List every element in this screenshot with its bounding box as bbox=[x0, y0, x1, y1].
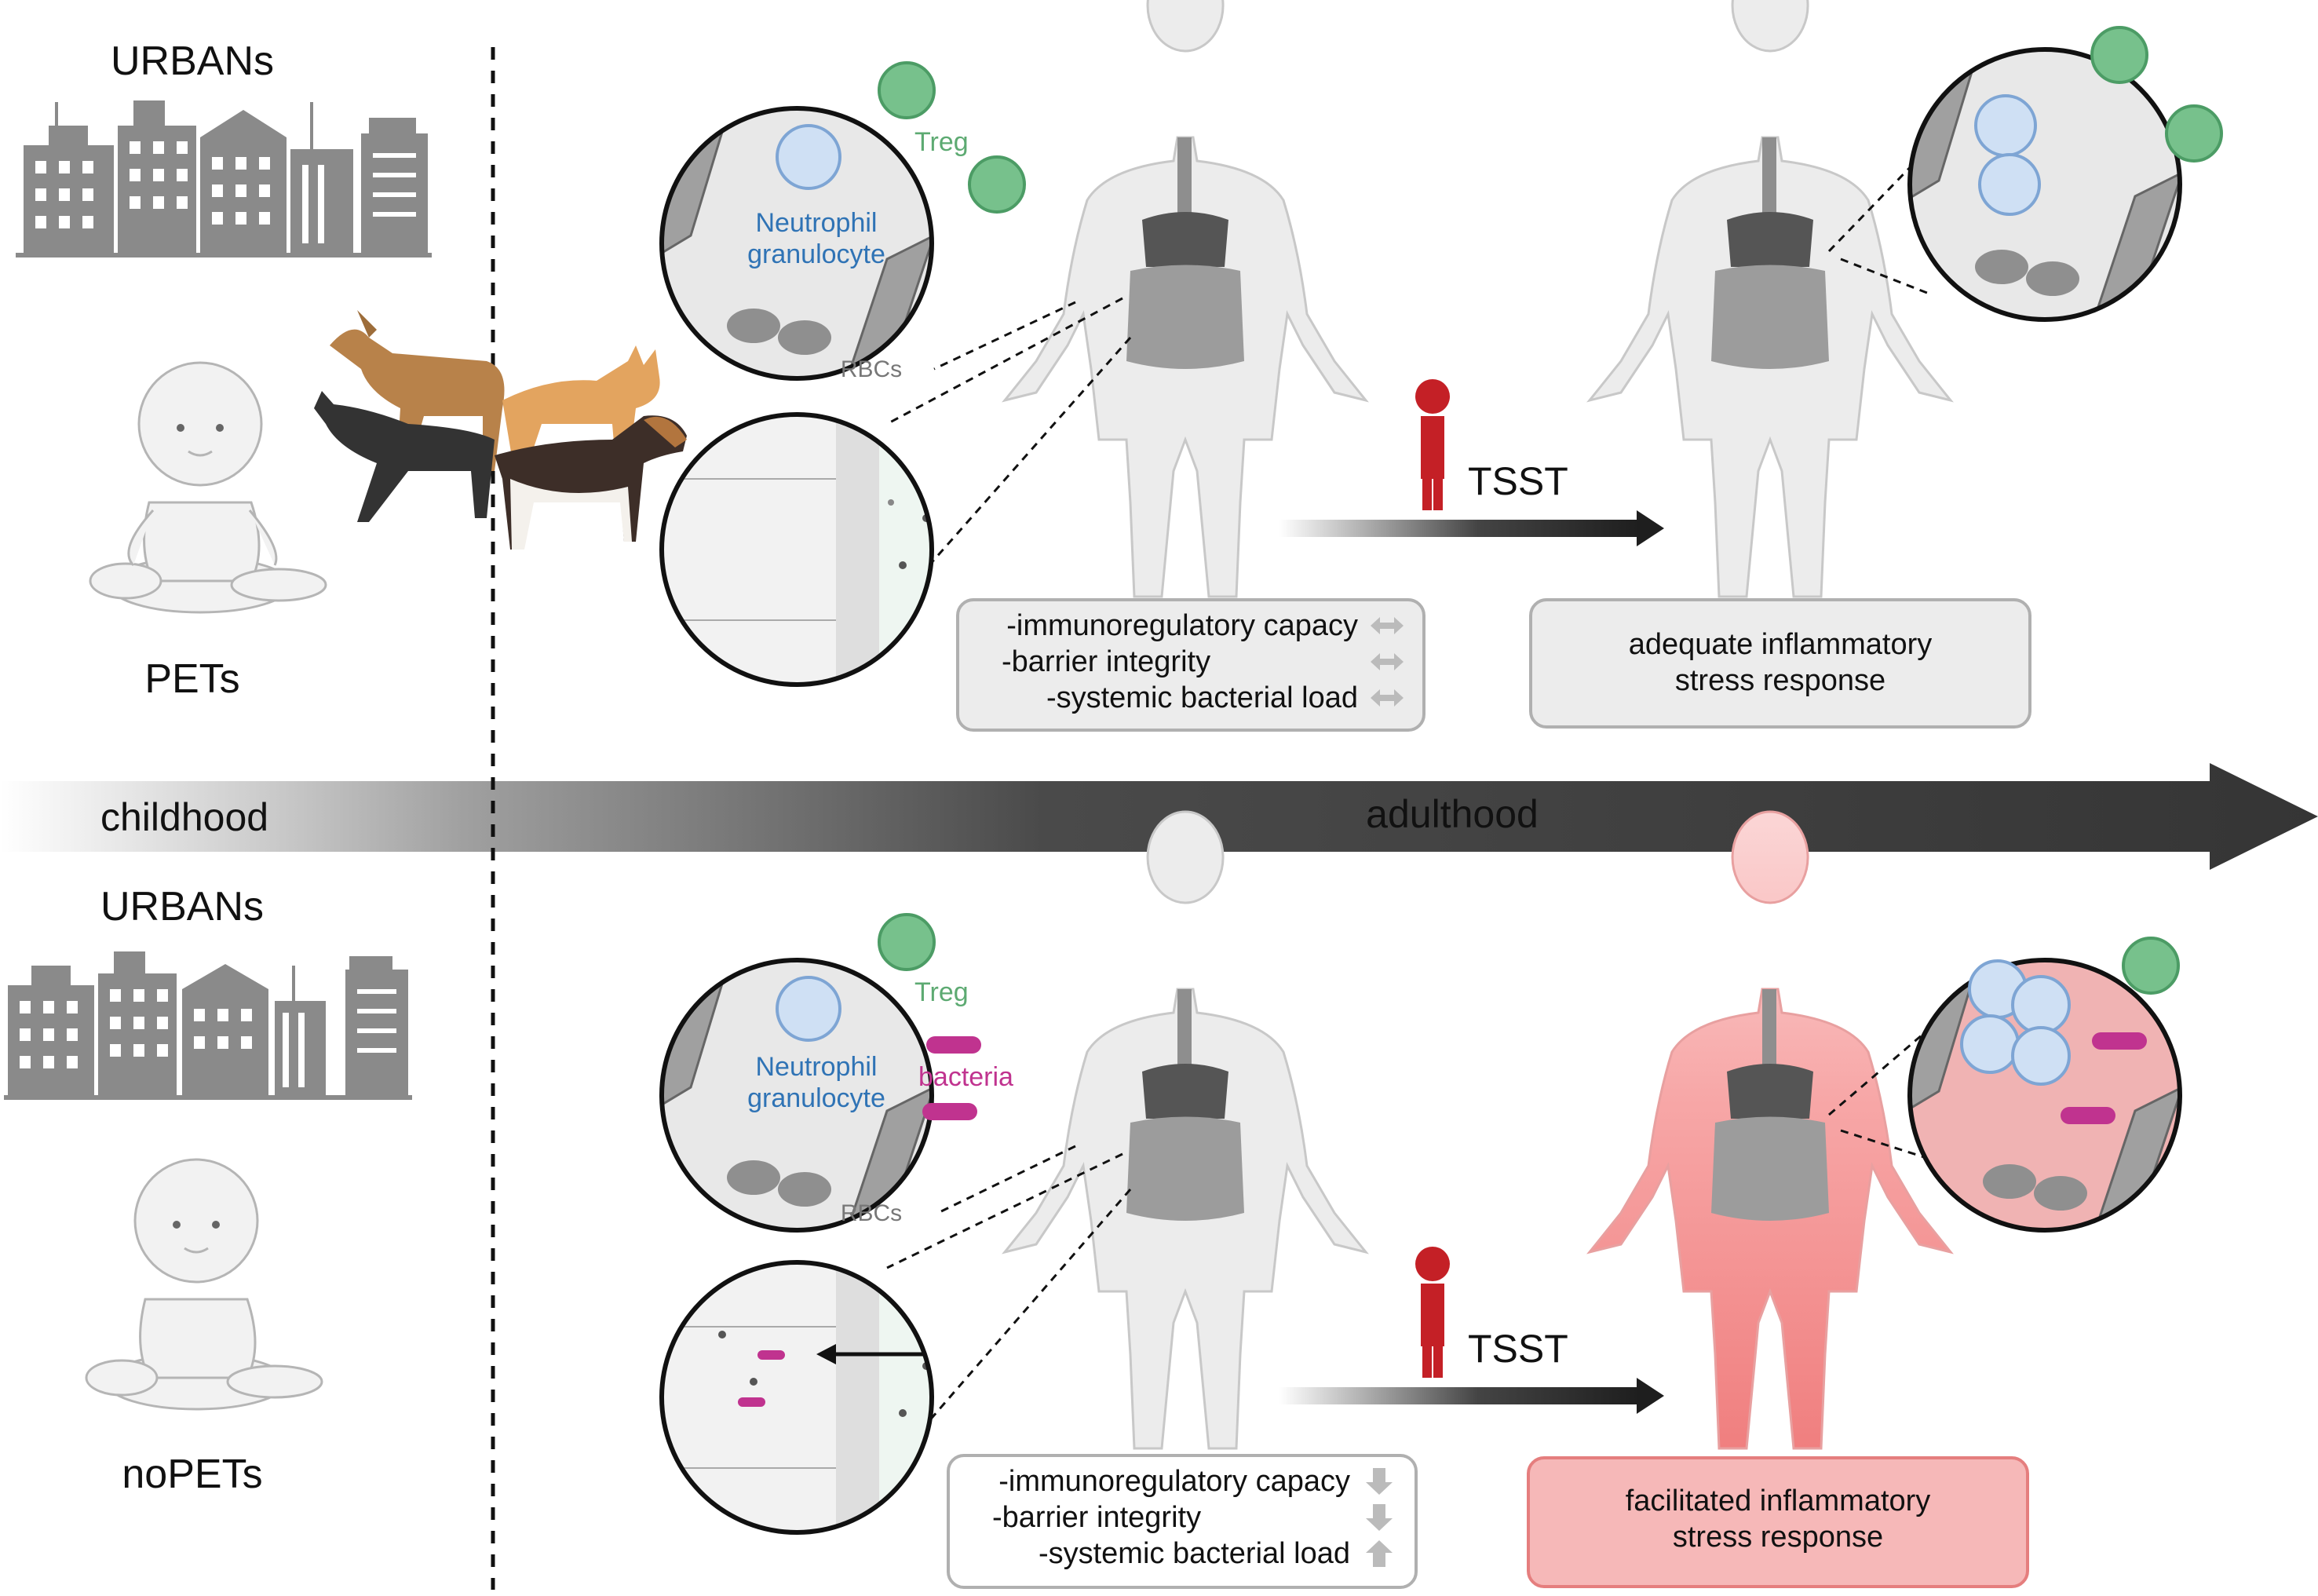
bacteria-label: bacteria bbox=[918, 1062, 1013, 1092]
outcome-line-2: stress response bbox=[1672, 1521, 1884, 1554]
treg-cell-icon bbox=[878, 61, 936, 119]
neutrophil-label: Neutrophil bbox=[756, 1052, 878, 1082]
effects-box-bottom: -immunoregulatory capacy -barrier integr… bbox=[947, 1454, 1418, 1589]
rbcs-label: RBCs bbox=[841, 1200, 902, 1226]
granulocyte-label: granulocyte bbox=[747, 239, 885, 269]
granulocyte-label: granulocyte bbox=[747, 1083, 885, 1113]
unchanged-arrow-icon bbox=[1371, 653, 1404, 670]
top-section: URBANs bbox=[16, 0, 2223, 702]
effect-text: -barrier integrity bbox=[992, 1500, 1202, 1534]
city-skyline-icon bbox=[4, 951, 412, 1100]
urbans-label-bottom: URBANs bbox=[100, 884, 264, 929]
outcome-box-bottom: facilitated inflammatory stress response bbox=[1527, 1456, 2029, 1588]
blood-vessel-detail-bottom-adult bbox=[1907, 937, 2182, 1233]
urbans-label-top: URBANs bbox=[111, 38, 274, 84]
tsst-label: TSST bbox=[1468, 459, 1568, 503]
effects-box-top: -immunoregulatory capacy -barrier integr… bbox=[956, 598, 1425, 732]
effect-row: -immunoregulatory capacy bbox=[961, 1463, 1404, 1499]
effect-row: -systemic bacterial load bbox=[970, 680, 1411, 716]
unchanged-arrow-icon bbox=[1371, 617, 1404, 634]
outcome-line-1: adequate inflammatory bbox=[1628, 628, 1933, 661]
effect-row: -immunoregulatory capacy bbox=[970, 608, 1411, 644]
neutrophil-cell-icon bbox=[776, 124, 841, 190]
human-body-icon-3 bbox=[1002, 810, 1369, 1450]
treg-label: Treg bbox=[914, 977, 969, 1007]
effect-text: -systemic bacterial load bbox=[1046, 681, 1358, 714]
bottom-section: URBANs bbox=[4, 810, 2182, 1535]
rbcs-label: RBCs bbox=[841, 356, 902, 382]
gut-barrier-detail-bottom bbox=[659, 1260, 934, 1535]
blood-vessel-detail-top: Treg Neutrophil granulocyte RBCs bbox=[659, 61, 1026, 382]
effect-text: -immunoregulatory capacy bbox=[998, 1464, 1350, 1498]
effect-text: -barrier integrity bbox=[1002, 645, 1211, 678]
treg-cell-icon bbox=[968, 155, 1026, 214]
up-arrow-icon bbox=[1366, 1540, 1393, 1567]
outcome-line-2: stress response bbox=[1674, 664, 1886, 697]
bacteria-icon bbox=[926, 1036, 981, 1054]
city-skyline-icon bbox=[16, 100, 432, 257]
gut-barrier-detail-top bbox=[659, 412, 934, 687]
human-body-icon-4-inflamed bbox=[1586, 810, 1954, 1450]
nopets-label: noPETs bbox=[122, 1452, 262, 1497]
pets-label: PETs bbox=[144, 656, 239, 702]
treg-label: Treg bbox=[914, 127, 969, 157]
stressed-person-icon bbox=[1415, 379, 1450, 510]
pets-icon bbox=[314, 310, 687, 550]
baby-icon bbox=[89, 361, 327, 614]
stressed-person-icon bbox=[1415, 1247, 1450, 1378]
childhood-label: childhood bbox=[100, 795, 268, 839]
outcome-box-top: adequate inflammatory stress response bbox=[1529, 598, 2031, 729]
effect-row: -barrier integrity bbox=[961, 1499, 1404, 1536]
blood-vessel-detail-bottom: Treg Neutrophil granulocyte bacteria RBC… bbox=[659, 913, 1013, 1233]
adulthood-label: adulthood bbox=[1366, 792, 1539, 836]
blood-vessel-detail-top-adult bbox=[1907, 26, 2223, 322]
arrow-icon bbox=[1279, 510, 1664, 546]
down-arrow-icon bbox=[1366, 1468, 1393, 1495]
baby-icon bbox=[85, 1158, 323, 1411]
outcome-line-1: facilitated inflammatory bbox=[1625, 1485, 1931, 1517]
neutrophil-label: Neutrophil bbox=[756, 208, 878, 238]
effect-row: -barrier integrity bbox=[970, 644, 1411, 680]
unchanged-arrow-icon bbox=[1371, 689, 1404, 707]
tsst-label: TSST bbox=[1468, 1327, 1568, 1371]
down-arrow-icon bbox=[1366, 1504, 1393, 1531]
human-body-icon-1 bbox=[1002, 0, 1369, 598]
effect-row: -systemic bacterial load bbox=[961, 1536, 1404, 1572]
bacteria-icon bbox=[922, 1103, 977, 1120]
effect-text: -immunoregulatory capacy bbox=[1006, 608, 1358, 642]
human-body-icon-2 bbox=[1586, 0, 1954, 598]
effect-text: -systemic bacterial load bbox=[1038, 1536, 1350, 1570]
arrow-icon bbox=[1279, 1378, 1664, 1414]
